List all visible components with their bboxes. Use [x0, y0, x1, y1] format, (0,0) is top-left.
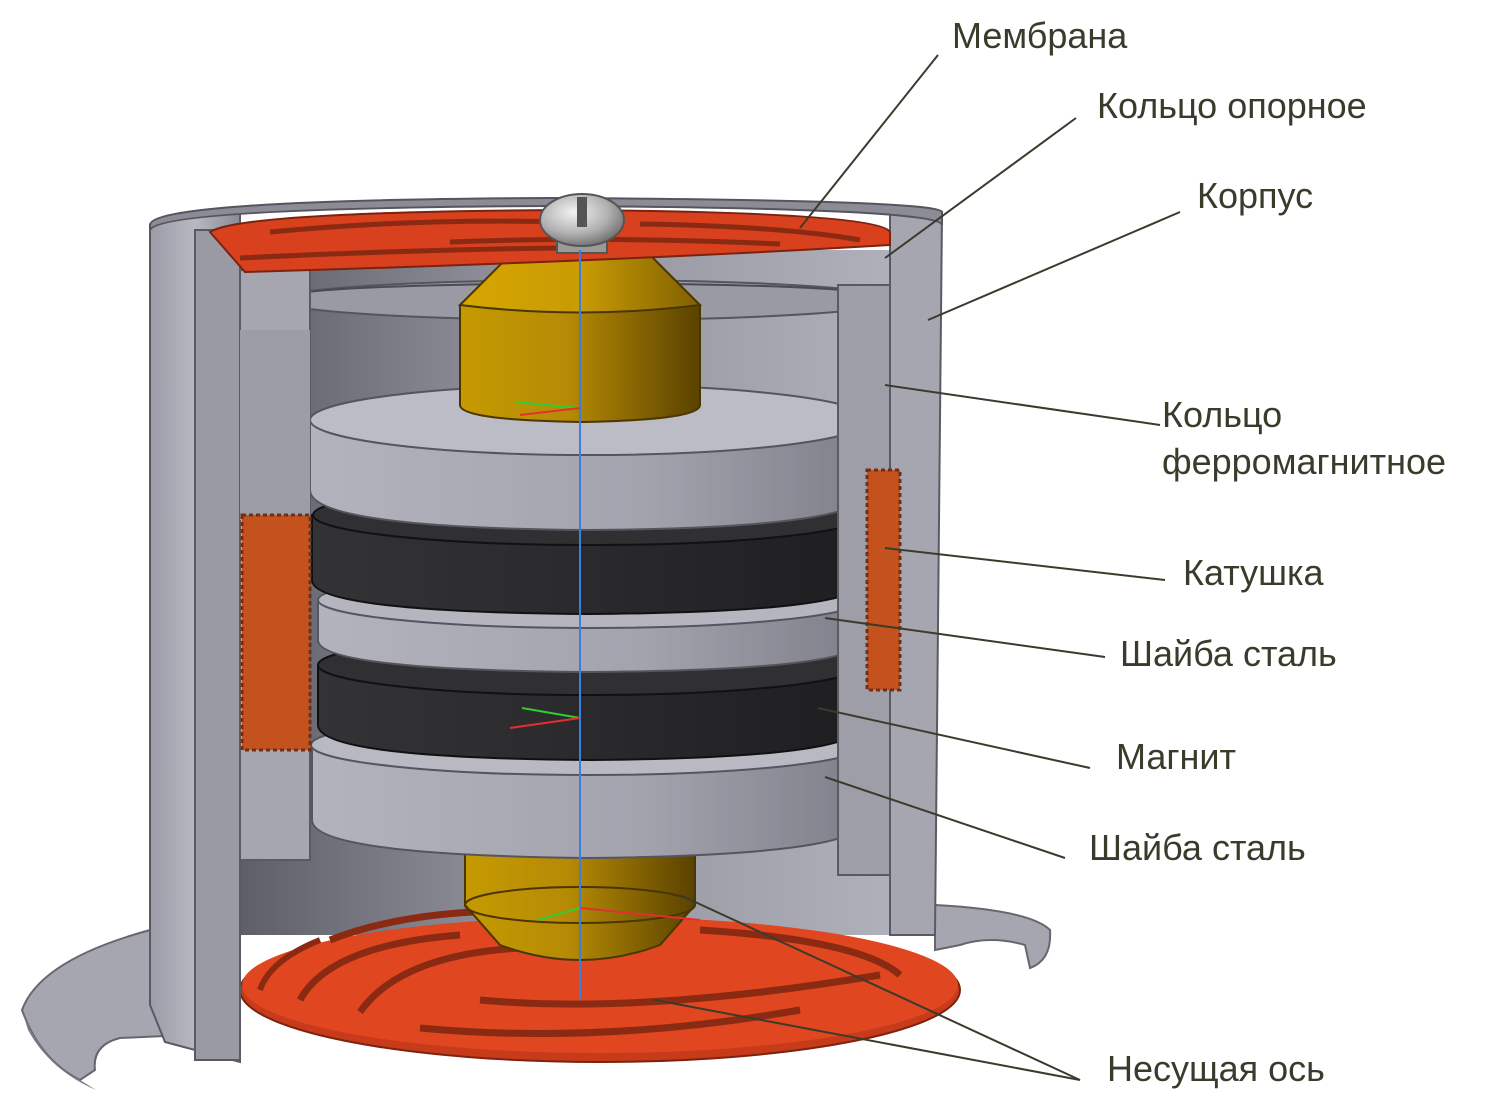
leader-os-2	[654, 999, 1081, 1081]
label-magnit: Магнит	[1116, 736, 1237, 777]
leader-koltso-opornoe	[884, 117, 1077, 259]
label-koltso-opornoe: Кольцо опорное	[1097, 85, 1367, 126]
housing-left-wall	[149, 210, 311, 1064]
leader-membrana	[799, 54, 939, 229]
coil-left	[240, 513, 312, 752]
leader-shaiba-2	[824, 776, 1066, 859]
label-katushka: Катушка	[1183, 552, 1324, 593]
coil-right	[865, 468, 902, 692]
screw-head	[539, 193, 625, 254]
label-membrana: Мембрана	[952, 15, 1128, 56]
axis-markers	[509, 250, 701, 1000]
leader-koltso-ferro	[884, 384, 1161, 426]
label-shaiba-stal-1: Шайба сталь	[1120, 633, 1337, 674]
leader-shaiba-1	[824, 617, 1106, 658]
label-nesushchaya-os: Несущая ось	[1107, 1048, 1325, 1089]
leader-katushka	[884, 547, 1166, 581]
leader-os-1	[679, 894, 1081, 1081]
label-korpus: Корпус	[1197, 175, 1314, 216]
leader-lines	[654, 54, 1181, 1081]
label-koltso-ferro-line2: ферромагнитное	[1162, 441, 1447, 482]
label-koltso-ferro-line1: Кольцо	[1162, 394, 1283, 435]
top-membrane	[149, 196, 943, 274]
leader-korpus	[927, 211, 1181, 321]
label-shaiba-stal-2: Шайба сталь	[1089, 827, 1306, 868]
leader-magnit	[817, 707, 1091, 769]
